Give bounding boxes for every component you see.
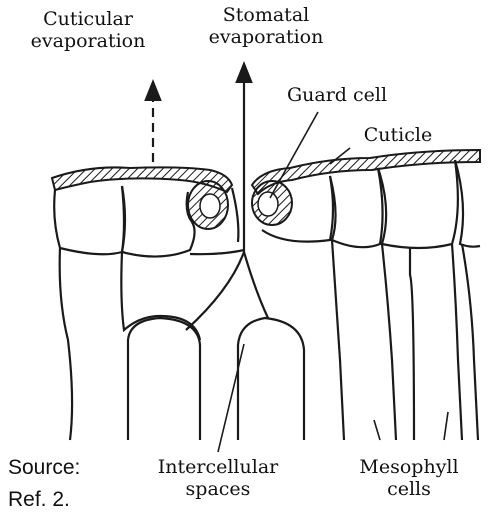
source-line2: Ref. 2. bbox=[8, 484, 80, 516]
guard-cell-text: Guard cell bbox=[272, 84, 402, 106]
mesophyll-cells-line1: Mesophyll bbox=[344, 456, 474, 478]
mesophyll-leader-1 bbox=[374, 420, 380, 440]
cuticle-text: Cuticle bbox=[338, 124, 458, 146]
cuticular-evaporation-line2: evaporation bbox=[8, 30, 168, 52]
cuticular-evaporation-label: Cuticular evaporation bbox=[8, 8, 168, 52]
source-citation: Source: Ref. 2. bbox=[8, 452, 80, 516]
stomatal-evaporation-line1: Stomatal bbox=[186, 4, 346, 26]
mesophyll-cells-line2: cells bbox=[344, 478, 474, 500]
mesophyll-cells bbox=[60, 240, 478, 440]
source-line1: Source: bbox=[8, 452, 80, 484]
mesophyll-cells-label: Mesophyll cells bbox=[344, 456, 474, 500]
cuticular-evaporation-line1: Cuticular bbox=[8, 8, 168, 30]
intercellular-spaces-line1: Intercellular bbox=[138, 456, 298, 478]
vapor-path-right bbox=[244, 252, 268, 318]
intercellular-spaces-label: Intercellular spaces bbox=[138, 456, 298, 500]
guard-cell-leader bbox=[270, 112, 318, 198]
guard-cell-label: Guard cell bbox=[272, 84, 402, 106]
vapor-path-left bbox=[186, 252, 244, 330]
stomatal-evaporation-line2: evaporation bbox=[186, 26, 346, 48]
vapor-path-epidermal bbox=[190, 250, 244, 254]
intercellular-spaces-line2: spaces bbox=[138, 478, 298, 500]
mesophyll-leader-2 bbox=[444, 412, 448, 440]
guard-cells bbox=[188, 181, 292, 229]
stomatal-evaporation-label: Stomatal evaporation bbox=[186, 4, 346, 48]
intercellular-leader bbox=[218, 344, 244, 452]
cuticle-label: Cuticle bbox=[338, 124, 458, 146]
